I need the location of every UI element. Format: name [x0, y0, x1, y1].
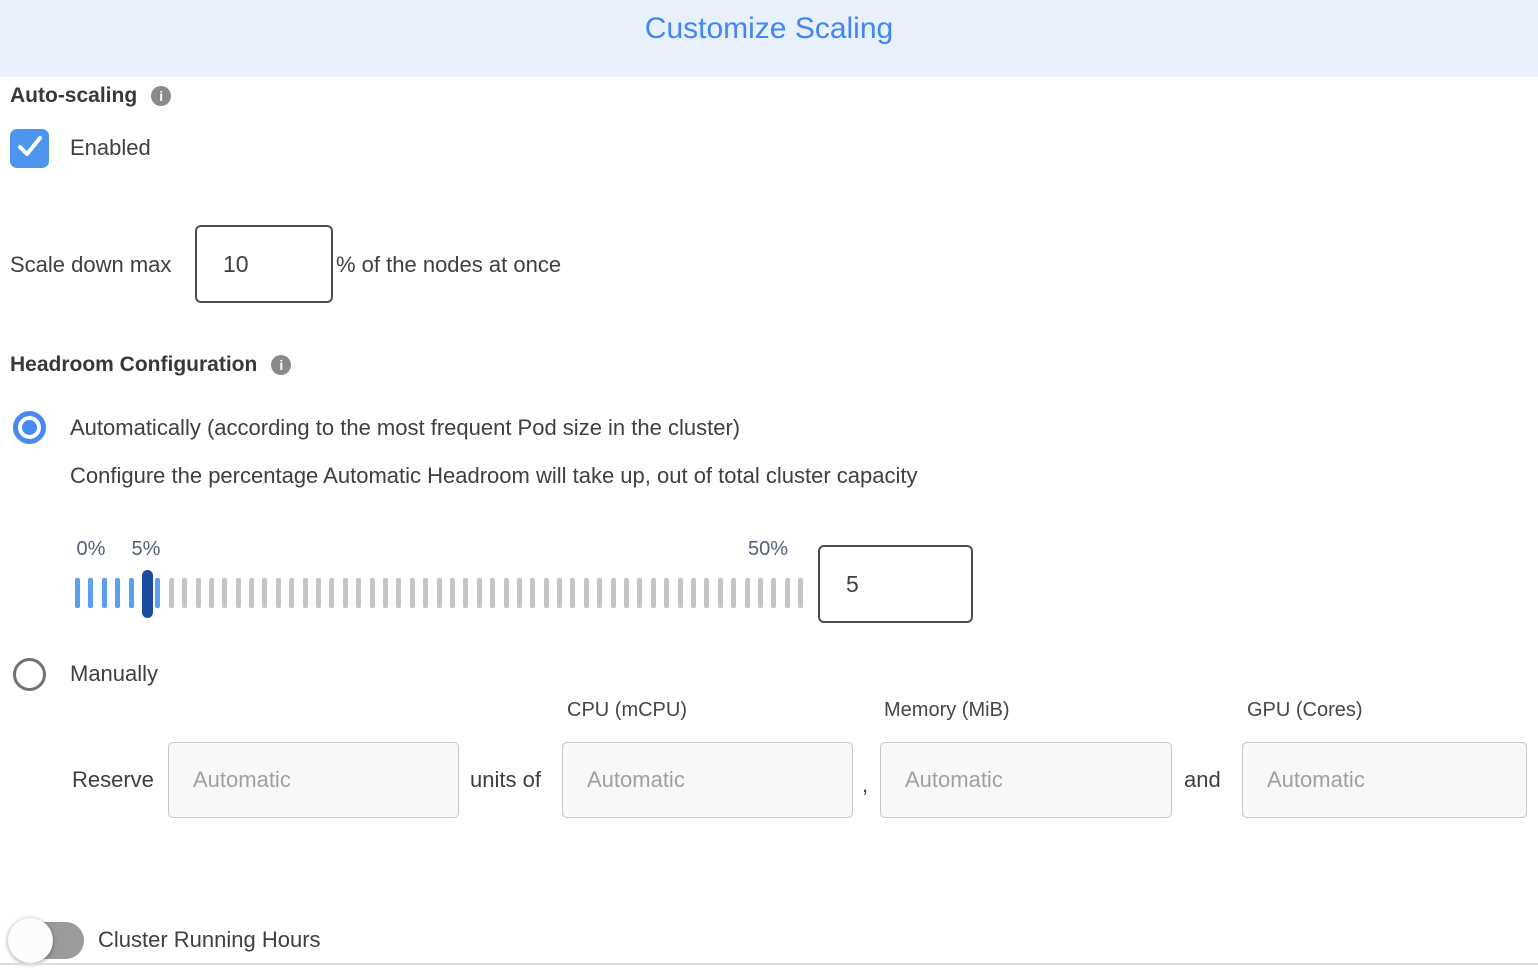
slider-tick	[449, 578, 455, 608]
slider-tick	[637, 578, 643, 608]
scale-down-max-input[interactable]	[195, 225, 333, 303]
slider-tick	[88, 578, 94, 608]
slider-tick	[463, 578, 469, 608]
cluster-running-hours-toggle[interactable]	[8, 918, 84, 963]
reserve-memory-input[interactable]	[880, 742, 1172, 818]
slider-tick	[650, 578, 656, 608]
slider-tick	[75, 578, 80, 608]
slider-tick	[369, 578, 375, 608]
slider-tick	[516, 578, 522, 608]
units-of-label: units of	[470, 767, 541, 792]
slider-tick	[356, 578, 362, 608]
slider-tick	[757, 578, 763, 608]
headroom-heading-row: Headroom Configuration i	[10, 353, 292, 377]
headroom-automatic-radio[interactable]	[13, 411, 46, 444]
slider-tick	[168, 578, 174, 608]
slider-tick	[222, 578, 228, 608]
headroom-automatic-description: Configure the percentage Automatic Headr…	[70, 463, 918, 488]
slider-min-label: 0%	[76, 538, 106, 560]
auto-scaling-enabled-checkbox[interactable]	[10, 129, 49, 168]
slider-tick	[289, 578, 295, 608]
slider-tick	[342, 578, 348, 608]
headroom-manual-label[interactable]: Manually	[70, 661, 159, 686]
slider-tick	[128, 578, 134, 608]
slider-tick	[677, 578, 683, 608]
toggle-knob[interactable]	[8, 918, 53, 963]
auto-scaling-heading-row: Auto-scaling i	[10, 84, 172, 108]
slider-tick	[101, 578, 107, 608]
slider-tick	[275, 578, 281, 608]
slider-tick	[610, 578, 616, 608]
slider-tick	[503, 578, 509, 608]
slider-tick	[329, 578, 335, 608]
slider-tick	[382, 578, 388, 608]
slider-tick	[476, 578, 482, 608]
slider-tick	[249, 578, 255, 608]
column-header-gpu: GPU (Cores)	[1247, 699, 1363, 721]
slider-tick	[744, 578, 750, 608]
comma-separator: ,	[862, 772, 869, 797]
slider-tick	[530, 578, 536, 608]
slider-tick	[597, 578, 603, 608]
slider-tick	[690, 578, 696, 608]
slider-tick	[664, 578, 670, 608]
headroom-slider-handle[interactable]	[142, 570, 153, 618]
checkmark-icon	[15, 131, 45, 166]
reserve-label: Reserve	[72, 767, 154, 792]
slider-tick	[436, 578, 442, 608]
slider-tick	[409, 578, 415, 608]
auto-scaling-enabled-label[interactable]: Enabled	[70, 135, 151, 160]
panel-title: Customize Scaling	[644, 12, 894, 45]
slider-tick	[570, 578, 576, 608]
scale-down-max-suffix: % of the nodes at once	[336, 252, 562, 277]
headroom-heading: Headroom Configuration	[10, 353, 258, 376]
column-header-memory: Memory (MiB)	[884, 699, 1010, 721]
slider-tick	[182, 578, 188, 608]
slider-max-label: 50%	[747, 538, 789, 560]
and-label: and	[1184, 767, 1221, 792]
slider-tick	[262, 578, 268, 608]
slider-tick	[195, 578, 201, 608]
auto-scaling-info-icon[interactable]: i	[151, 86, 172, 106]
slider-tick	[490, 578, 496, 608]
slider-tick	[784, 578, 790, 608]
slider-tick	[115, 578, 121, 608]
slider-tick	[583, 578, 589, 608]
headroom-percentage-input[interactable]	[818, 545, 973, 623]
reserve-count-input[interactable]	[168, 742, 459, 818]
slider-tick	[624, 578, 630, 608]
auto-scaling-heading: Auto-scaling	[10, 84, 138, 107]
slider-tick	[316, 578, 322, 608]
slider-tick	[557, 578, 563, 608]
headroom-info-icon[interactable]: i	[271, 355, 292, 375]
reserve-gpu-input[interactable]	[1242, 742, 1527, 818]
slider-tick	[771, 578, 777, 608]
slider-tick	[396, 578, 402, 608]
scale-down-max-label: Scale down max	[10, 252, 172, 277]
radio-dot	[22, 420, 37, 435]
cluster-running-hours-label[interactable]: Cluster Running Hours	[98, 927, 321, 952]
slider-tick	[155, 578, 161, 608]
slider-tick	[798, 578, 804, 608]
slider-tick	[704, 578, 710, 608]
reserve-cpu-input[interactable]	[562, 742, 853, 818]
slider-tick	[717, 578, 723, 608]
bottom-divider	[0, 963, 1538, 965]
slider-tick	[543, 578, 549, 608]
column-header-cpu: CPU (mCPU)	[567, 699, 687, 721]
slider-tick	[731, 578, 737, 608]
slider-tick	[302, 578, 308, 608]
slider-tick	[235, 578, 241, 608]
headroom-automatic-label[interactable]: Automatically (according to the most fre…	[70, 415, 741, 440]
panel-header: Customize Scaling	[0, 0, 1538, 77]
headroom-slider-ticks	[75, 578, 804, 608]
slider-tick	[208, 578, 214, 608]
slider-tick	[423, 578, 429, 608]
slider-value-label: 5%	[131, 538, 161, 560]
headroom-manual-radio[interactable]	[13, 658, 46, 691]
